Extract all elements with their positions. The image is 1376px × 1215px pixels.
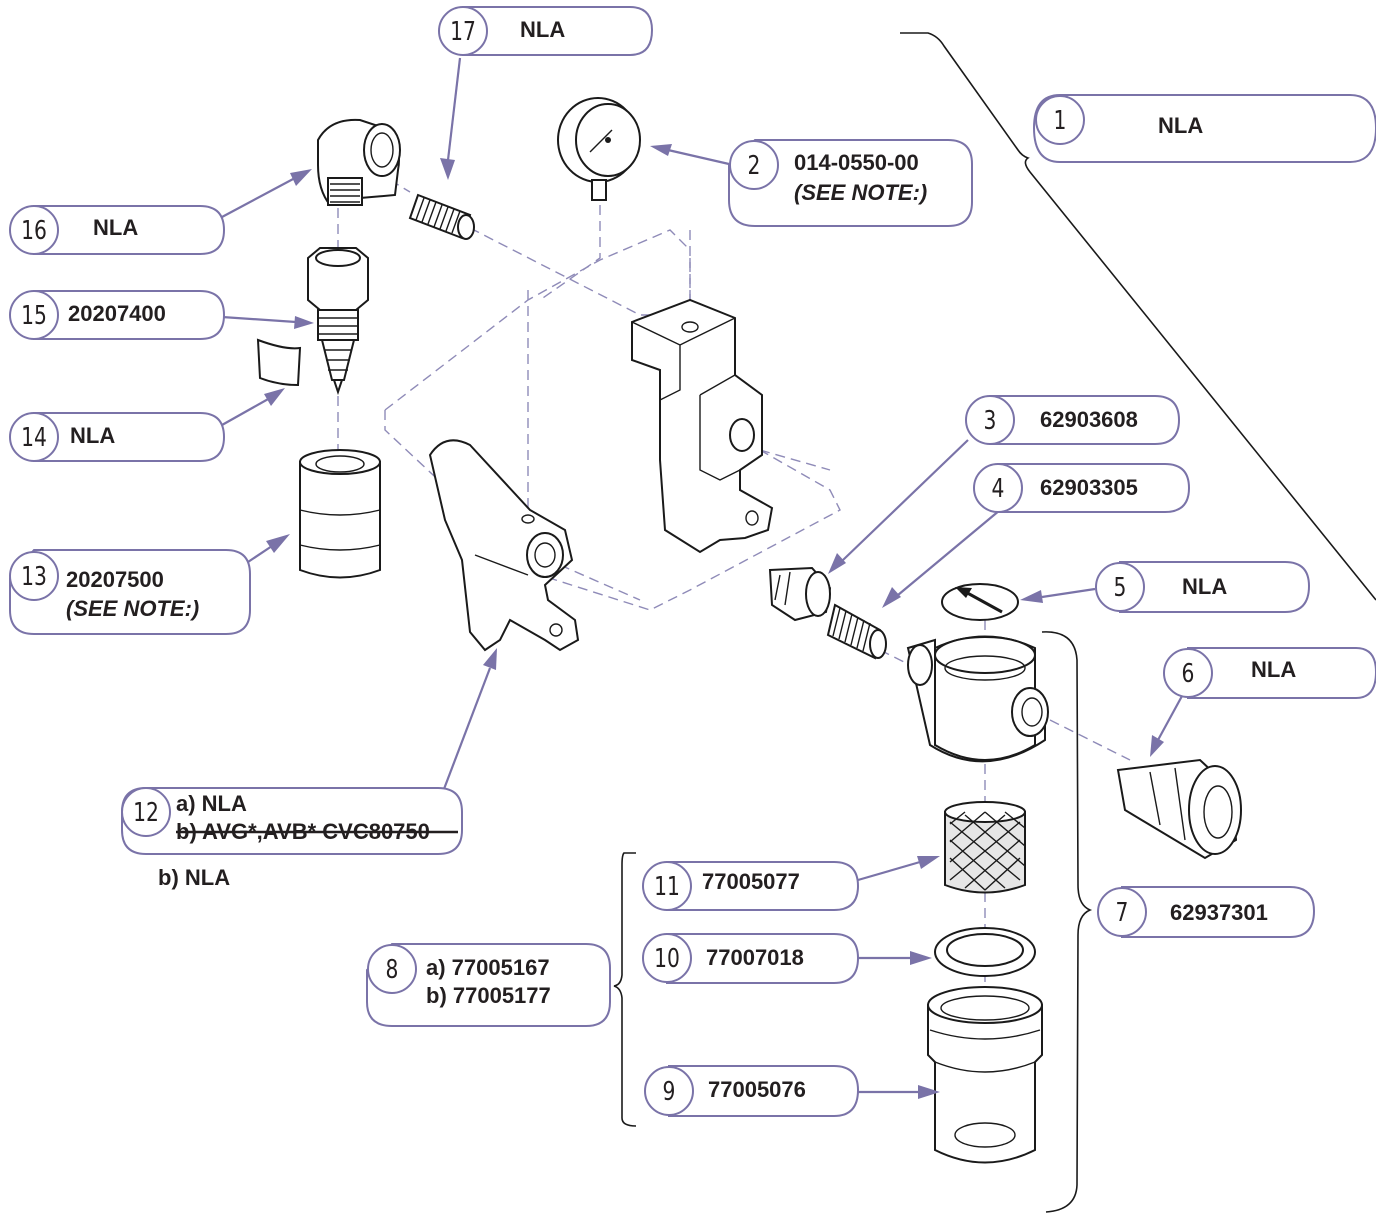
union-fitting <box>1116 758 1242 860</box>
callout-number: 10 <box>654 944 680 974</box>
replacement-note: b) NLA <box>158 865 230 890</box>
part-number: 62903608 <box>1040 407 1138 432</box>
part-number: NLA <box>1182 574 1227 599</box>
part-number: NLA <box>1251 657 1296 682</box>
callout-11: 11 77005077 <box>642 861 860 911</box>
part-number-a: a) 77005167 <box>426 955 550 980</box>
elbow-fitting <box>317 118 401 207</box>
callout-number: 4 <box>992 474 1005 504</box>
part-number: 77007018 <box>706 945 804 970</box>
mounting-bracket <box>428 439 580 652</box>
part-number: NLA <box>70 423 115 448</box>
callout-number: 16 <box>21 216 47 246</box>
callout-number: 1 <box>1054 106 1067 136</box>
pipe-coupling <box>299 449 381 579</box>
part-number: 62903305 <box>1040 475 1138 500</box>
part-number: 20207500 <box>66 567 164 592</box>
callout-number: 5 <box>1114 573 1127 603</box>
bracket-item-8 <box>613 852 637 1127</box>
bracket-item-7 <box>1041 631 1093 1213</box>
callout-number: 7 <box>1116 898 1129 928</box>
part-number: NLA <box>93 215 138 240</box>
callout-number: 11 <box>654 872 680 902</box>
callout-number: 12 <box>133 798 159 828</box>
part-number: 20207400 <box>68 301 166 326</box>
callout-10: 10 77007018 <box>642 933 860 984</box>
callout-1: 1 NLA <box>1032 94 1376 163</box>
callout-7: 7 62937301 <box>1097 886 1316 938</box>
see-note: (SEE NOTE:) <box>66 596 199 621</box>
callout-4: 4 62903305 <box>973 463 1191 513</box>
callout-14: 14 NLA <box>9 412 226 462</box>
threaded-nipple-2 <box>826 603 887 660</box>
part-number-b: b) 77005177 <box>426 983 551 1008</box>
callout-number: 17 <box>450 17 476 47</box>
part-number: 77005076 <box>708 1077 806 1102</box>
callout-2: 2 014-0550-00 (SEE NOTE:) <box>728 139 973 227</box>
part-number: 014-0550-00 <box>794 150 919 175</box>
see-note: (SEE NOTE:) <box>794 180 927 205</box>
strainer-body <box>906 635 1049 763</box>
thread-tape <box>256 338 302 387</box>
callout-8: 8 a) 77005167 b) 77005177 <box>366 943 611 1027</box>
manifold-block <box>631 298 774 554</box>
callout-16: 16 NLA <box>9 205 226 255</box>
bracket-item-1 <box>900 32 1376 601</box>
callout-number: 8 <box>386 955 399 985</box>
o-ring-gasket <box>934 927 1036 977</box>
callout-6: 6 NLA <box>1163 647 1376 699</box>
leader-lines <box>221 57 1183 1099</box>
callout-3: 3 62903608 <box>965 395 1181 445</box>
flow-arrow-label <box>941 583 1019 621</box>
check-valve <box>307 247 369 396</box>
callout-5: 5 NLA <box>1095 561 1311 613</box>
callout-17: 17 NLA <box>438 6 654 56</box>
threaded-nipple <box>408 193 475 240</box>
callout-number: 15 <box>21 301 47 331</box>
part-number: NLA <box>1158 113 1203 138</box>
strainer-bowl <box>927 986 1043 1164</box>
callout-number: 2 <box>748 151 761 181</box>
callout-number: 9 <box>663 1077 676 1107</box>
callout-12: 12 a) NLA b) AVG*,AVB* CVC80750 <box>121 787 463 855</box>
callout-13: 13 20207500 (SEE NOTE:) <box>9 549 251 635</box>
part-number: 62937301 <box>1170 900 1268 925</box>
pressure-gauge <box>557 97 641 201</box>
callout-number: 6 <box>1182 659 1195 689</box>
hex-bushing <box>768 566 832 622</box>
part-number: NLA <box>520 17 565 42</box>
callout-number: 14 <box>21 423 47 453</box>
part-number: 77005077 <box>702 869 800 894</box>
callout-number: 13 <box>21 562 47 592</box>
part-number-a: a) NLA <box>176 791 247 816</box>
callout-number: 3 <box>984 406 997 436</box>
mesh-screen <box>944 801 1026 894</box>
callout-9: 9 77005076 <box>644 1065 860 1117</box>
callout-15: 15 20207400 <box>9 290 226 340</box>
